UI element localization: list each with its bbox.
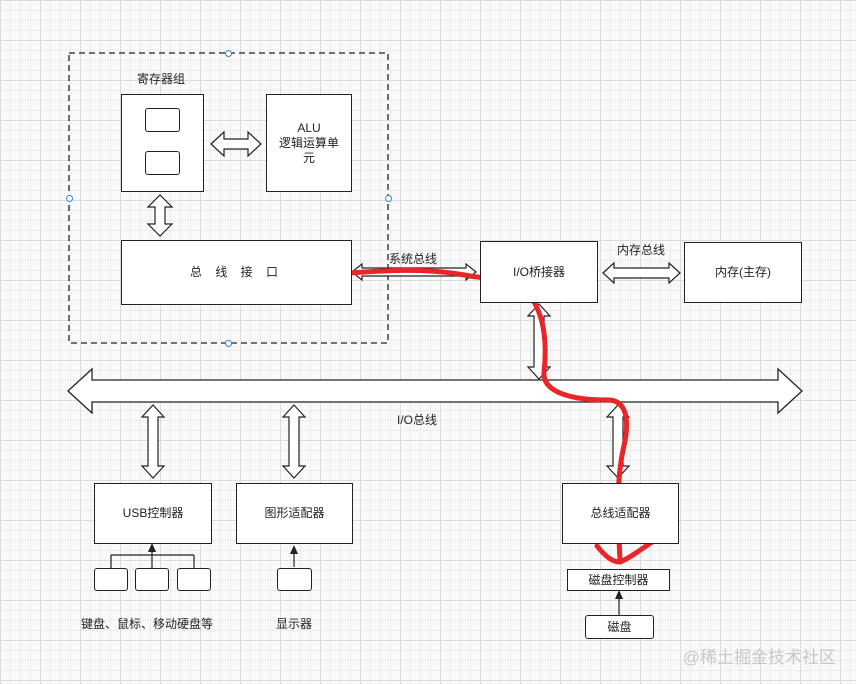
bridge-iobus-arrow [526, 303, 552, 380]
usb-devices-label: 键盘、鼠标、移动硬盘等 [81, 617, 214, 631]
system-bus-label: 系统总线 [389, 252, 438, 266]
selection-handle-top[interactable] [225, 50, 232, 57]
usb-controller-label: USB控制器 [122, 506, 184, 520]
usb-devices-arrowhead [148, 543, 156, 552]
register-alu-arrow [210, 130, 262, 158]
disk-box[interactable]: 磁盘 [585, 615, 654, 639]
bus-interface-label: 总 线 接 口 [189, 265, 283, 279]
usb-device-1[interactable] [94, 568, 128, 591]
bus-interface-box[interactable]: 总 线 接 口 [121, 240, 352, 305]
register-interface-arrow [146, 194, 174, 237]
memory-label: 内存(主存) [715, 265, 771, 279]
io-bus-arrow [67, 367, 803, 415]
disk-controller-box[interactable]: 磁盘控制器 [567, 569, 670, 591]
graphics-adapter-label: 图形适配器 [264, 506, 325, 520]
register-slot-1[interactable] [145, 108, 180, 132]
watermark: @稀土掘金技术社区 [682, 648, 836, 667]
memory-bus-arrow [602, 261, 681, 285]
io-bridge-box[interactable]: I/O桥接器 [480, 241, 598, 303]
highlight-path [347, 267, 630, 563]
graphics-iobus-arrow [281, 404, 307, 479]
register-slot-2[interactable] [145, 151, 180, 175]
selection-handle-bottom[interactable] [225, 340, 232, 347]
alu-box[interactable]: ALU 逻辑运算单 元 [266, 94, 352, 192]
bus-adapter-box[interactable]: 总线适配器 [562, 483, 679, 544]
display-device[interactable] [277, 568, 312, 591]
alu-line-3: 元 [302, 150, 315, 165]
selection-handle-left[interactable] [66, 195, 73, 202]
display-label: 显示器 [276, 617, 313, 631]
io-bus-label: I/O总线 [397, 413, 438, 427]
register-group-label: 寄存器组 [137, 72, 186, 86]
io-bridge-label: I/O桥接器 [512, 264, 565, 279]
disk-label: 磁盘 [607, 619, 632, 634]
usb-iobus-arrow [140, 404, 166, 479]
alu-title: ALU [297, 120, 321, 135]
alu-line-2: 逻辑运算单 [278, 135, 339, 150]
bus-adapter-label: 总线适配器 [590, 506, 651, 520]
selection-handle-right[interactable] [385, 195, 392, 202]
highlight-arrowhead [594, 539, 655, 565]
usb-device-2[interactable] [135, 568, 169, 591]
disk-controller-label: 磁盘控制器 [588, 572, 649, 587]
usb-device-3[interactable] [177, 568, 211, 591]
memory-box[interactable]: 内存(主存) [684, 242, 802, 303]
usb-controller-box[interactable]: USB控制器 [94, 483, 212, 544]
disk-arrowhead [615, 590, 623, 599]
graphics-adapter-box[interactable]: 图形适配器 [236, 483, 353, 544]
memory-bus-label: 内存总线 [617, 243, 666, 257]
display-arrowhead [290, 545, 298, 554]
